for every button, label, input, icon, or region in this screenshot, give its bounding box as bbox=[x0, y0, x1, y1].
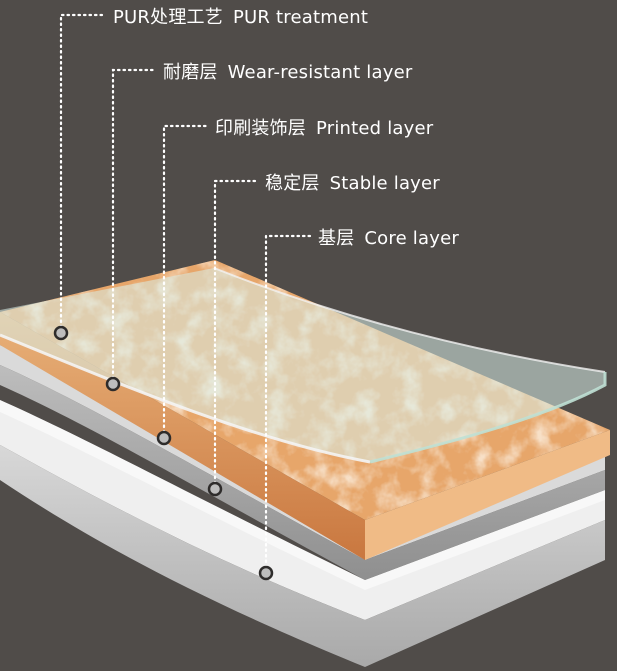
leader-line-core bbox=[264, 234, 313, 575]
label-core-zh: 基层 bbox=[318, 228, 355, 249]
marker-pur bbox=[53, 325, 69, 341]
leader-line-wear bbox=[111, 68, 158, 386]
marker-stable bbox=[207, 481, 223, 497]
label-wear: 耐磨层 Wear-resistant layer bbox=[163, 58, 412, 84]
marker-wear bbox=[105, 376, 121, 392]
leader-line-pur bbox=[59, 13, 108, 335]
leader-line-printed bbox=[162, 124, 210, 440]
label-stable-zh: 稳定层 bbox=[265, 173, 320, 194]
label-core: 基层 Core layer bbox=[318, 224, 459, 250]
label-stable: 稳定层 Stable layer bbox=[265, 169, 440, 195]
wear-layer bbox=[0, 267, 607, 464]
label-pur: PUR处理工艺 PUR treatment bbox=[113, 3, 368, 29]
label-pur-en: PUR treatment bbox=[232, 7, 369, 28]
label-pur-zh: PUR处理工艺 bbox=[113, 7, 223, 28]
marker-core bbox=[258, 565, 274, 581]
label-wear-en: Wear-resistant layer bbox=[227, 62, 413, 83]
label-printed: 印刷装饰层 Printed layer bbox=[215, 114, 433, 140]
label-wear-zh: 耐磨层 bbox=[163, 62, 218, 83]
leader-line-stable bbox=[213, 179, 260, 491]
core-layer bbox=[0, 400, 605, 667]
label-printed-zh: 印刷装饰层 bbox=[215, 118, 306, 139]
label-core-en: Core layer bbox=[364, 228, 459, 249]
label-printed-en: Printed layer bbox=[316, 118, 434, 139]
marker-printed bbox=[156, 430, 172, 446]
label-stable-en: Stable layer bbox=[329, 173, 440, 194]
